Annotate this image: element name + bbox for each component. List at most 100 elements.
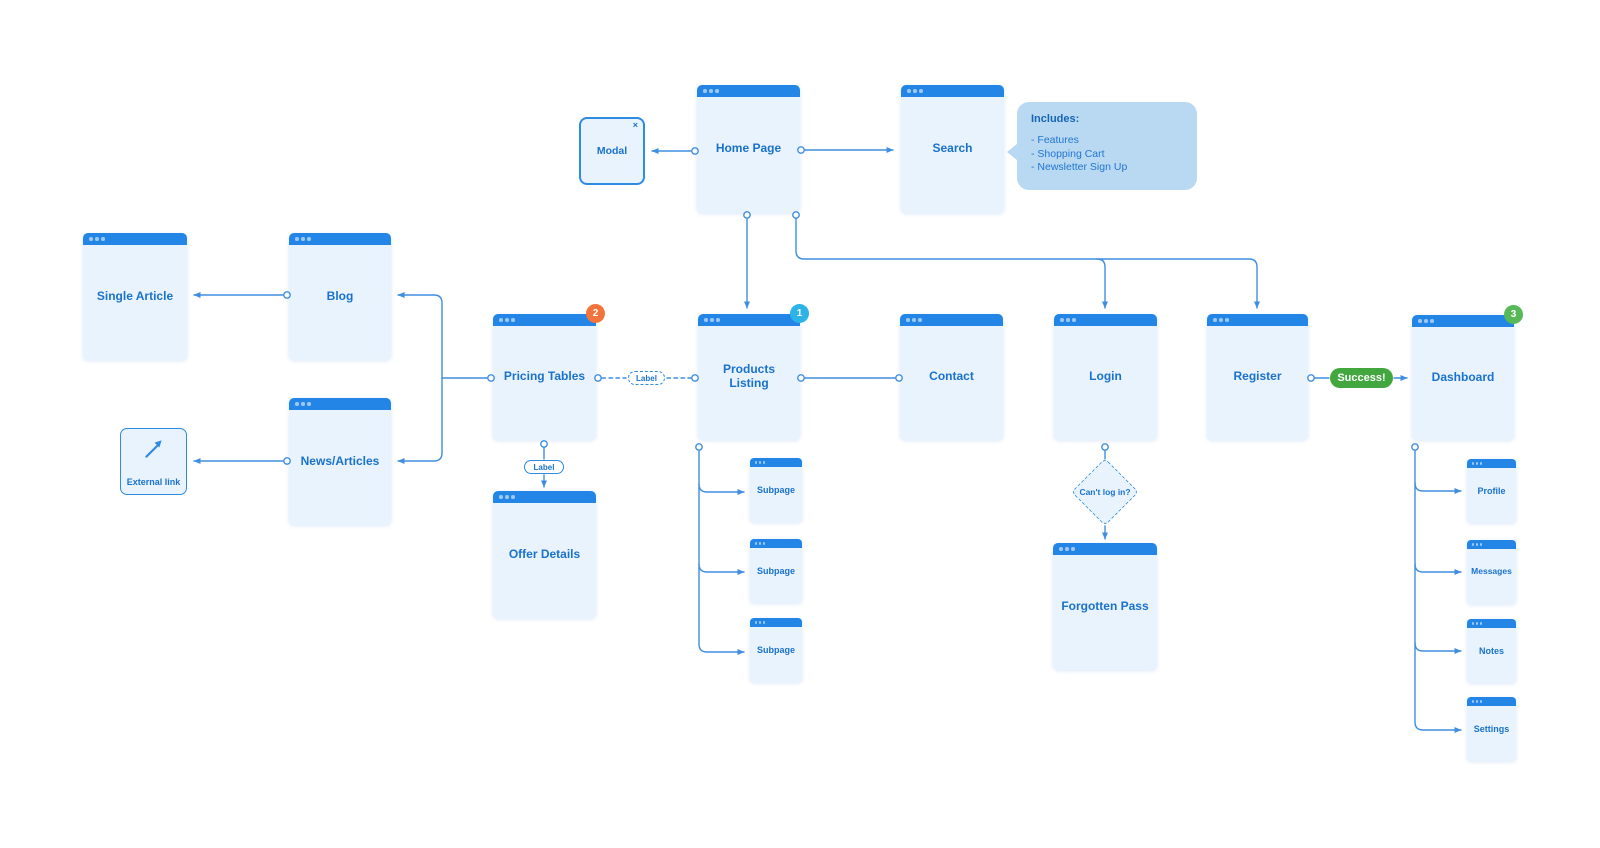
page-subpage-3[interactable]: Subpage bbox=[750, 618, 802, 682]
window-dots-icon bbox=[295, 237, 311, 241]
page-news-articles[interactable]: News/Articles bbox=[289, 398, 391, 525]
window-titlebar bbox=[750, 618, 802, 627]
page-label: Subpage bbox=[756, 484, 795, 495]
badge-counter: 2 bbox=[586, 304, 605, 323]
window-titlebar bbox=[1467, 540, 1516, 549]
edge-dashboard-settings bbox=[1414, 450, 1462, 733]
decision-label: Can't log in? bbox=[1079, 487, 1131, 497]
page-subpage-2[interactable]: Subpage bbox=[750, 539, 802, 603]
edge-label-dashed[interactable]: Label bbox=[628, 371, 665, 385]
window-titlebar bbox=[901, 85, 1004, 97]
edge-products-subpage-2 bbox=[698, 563, 745, 575]
edge-dashboard-profile bbox=[1414, 482, 1462, 494]
window-titlebar bbox=[1412, 315, 1514, 327]
edge-products-subpage-3 bbox=[698, 450, 745, 655]
window-titlebar bbox=[1467, 619, 1516, 628]
includes-tooltip: Includes: - Features - Shopping Cart - N… bbox=[1007, 102, 1197, 190]
window-dots-icon bbox=[295, 402, 311, 406]
window-dots-icon bbox=[1213, 318, 1229, 322]
page-messages[interactable]: Messages bbox=[1467, 540, 1516, 604]
window-dots-icon bbox=[906, 318, 922, 322]
page-label: Subpage bbox=[756, 644, 795, 655]
window-dots-icon bbox=[1472, 700, 1483, 703]
window-titlebar bbox=[1207, 314, 1308, 326]
decision-cant-log-in[interactable]: Can't log in? bbox=[1071, 458, 1139, 526]
page-label: Notes bbox=[1478, 645, 1504, 656]
window-dots-icon bbox=[1472, 622, 1483, 625]
page-register[interactable]: Register bbox=[1207, 314, 1308, 440]
page-home[interactable]: Home Page bbox=[697, 85, 800, 213]
window-titlebar bbox=[493, 491, 596, 503]
page-search[interactable]: Search bbox=[901, 85, 1004, 213]
page-blog[interactable]: Blog bbox=[289, 233, 391, 360]
window-dots-icon bbox=[499, 495, 515, 499]
page-modal[interactable]: × Modal bbox=[579, 117, 645, 185]
tooltip-item: - Features bbox=[1031, 134, 1079, 146]
page-label: Offer Details bbox=[508, 546, 581, 561]
page-external-link[interactable]: External link bbox=[120, 428, 187, 495]
window-dots-icon bbox=[1472, 543, 1483, 546]
window-dots-icon bbox=[907, 89, 923, 93]
page-label: Subpage bbox=[756, 565, 795, 576]
edge-products-subpage-1 bbox=[698, 483, 745, 495]
edge-pricing-news bbox=[397, 377, 443, 464]
window-titlebar bbox=[83, 233, 187, 245]
tooltip-item: - Shopping Cart bbox=[1031, 147, 1105, 160]
window-titlebar bbox=[1053, 543, 1157, 555]
page-login[interactable]: Login bbox=[1054, 314, 1157, 440]
window-titlebar bbox=[493, 314, 596, 326]
edge-pricing-blog bbox=[397, 292, 443, 379]
page-label: Login bbox=[1089, 369, 1122, 384]
window-titlebar bbox=[1467, 459, 1516, 468]
page-label: Search bbox=[932, 141, 973, 156]
page-label: Contact bbox=[929, 369, 974, 384]
tooltip-tail-icon bbox=[1007, 143, 1018, 161]
page-subpage-1[interactable]: Subpage bbox=[750, 458, 802, 522]
window-dots-icon bbox=[499, 318, 515, 322]
page-label: Home Page bbox=[715, 141, 782, 156]
page-pricing-tables[interactable]: Pricing Tables 2 bbox=[493, 304, 605, 440]
page-label: Products Listing bbox=[722, 362, 775, 390]
page-notes[interactable]: Notes bbox=[1467, 619, 1516, 683]
window-titlebar bbox=[1467, 697, 1516, 706]
tooltip-title: Includes: bbox=[1031, 113, 1080, 125]
page-settings[interactable]: Settings bbox=[1467, 697, 1516, 761]
close-icon[interactable]: × bbox=[632, 120, 638, 130]
page-label: Dashboard bbox=[1431, 369, 1495, 384]
page-products-listing[interactable]: Products Listing 1 bbox=[698, 304, 809, 440]
window-dots-icon bbox=[1472, 462, 1483, 465]
window-titlebar bbox=[697, 85, 800, 97]
window-titlebar bbox=[750, 458, 802, 467]
page-dashboard[interactable]: Dashboard 3 bbox=[1412, 305, 1523, 440]
window-titlebar bbox=[289, 233, 391, 245]
edge-dashboard-messages bbox=[1414, 563, 1462, 575]
window-dots-icon bbox=[703, 89, 719, 93]
page-label: Profile bbox=[1477, 485, 1506, 496]
page-single-article[interactable]: Single Article bbox=[83, 233, 187, 360]
success-label: Success! bbox=[1330, 368, 1393, 388]
window-dots-icon bbox=[1059, 547, 1075, 551]
page-forgotten-pass[interactable]: Forgotten Pass bbox=[1053, 543, 1157, 670]
external-link-icon bbox=[144, 440, 162, 458]
page-contact[interactable]: Contact bbox=[900, 314, 1003, 440]
page-label: Single Article bbox=[96, 288, 174, 303]
window-dots-icon bbox=[755, 621, 766, 624]
page-label: Modal bbox=[596, 145, 628, 157]
window-titlebar bbox=[698, 314, 800, 326]
badge-counter: 1 bbox=[790, 304, 809, 323]
edge-label[interactable]: Label bbox=[524, 460, 564, 474]
window-titlebar bbox=[289, 398, 391, 410]
window-dots-icon bbox=[89, 237, 105, 241]
page-profile[interactable]: Profile bbox=[1467, 459, 1516, 523]
page-label: External link bbox=[126, 477, 181, 487]
badge-counter: 3 bbox=[1504, 305, 1523, 324]
edge-dashboard-notes bbox=[1414, 642, 1462, 654]
page-offer-details[interactable]: Offer Details bbox=[493, 491, 596, 618]
page-label: Pricing Tables bbox=[503, 369, 586, 384]
page-label: News/Articles bbox=[300, 453, 380, 468]
page-label: Settings bbox=[1473, 723, 1510, 734]
window-titlebar bbox=[750, 539, 802, 548]
page-label: Messages bbox=[1471, 566, 1512, 577]
window-dots-icon bbox=[1060, 318, 1076, 322]
